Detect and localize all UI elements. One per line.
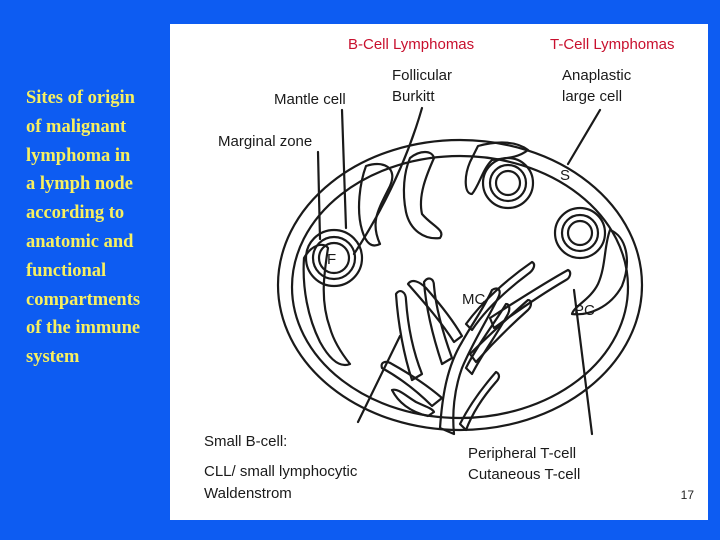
label-marginal-zone: Marginal zone [218, 133, 312, 150]
follicle-middle-ring [311, 235, 357, 281]
caption-line: system [26, 347, 80, 368]
medullary-cord [458, 370, 501, 432]
pointer-anaplastic [566, 108, 602, 166]
lymph-node-diagram: B-Cell Lymphomas T-Cell Lymphomas Mantle… [204, 36, 674, 502]
follicle-middle-ring [560, 213, 600, 253]
page-number: 17 [680, 488, 694, 502]
pointer-small-b-cell [356, 334, 402, 424]
node-capsule-outer [276, 138, 644, 432]
b-cell-header: B-Cell Lymphomas [348, 36, 474, 53]
diagram-panel: B-Cell Lymphomas T-Cell Lymphomas Mantle… [170, 24, 708, 520]
caption-line: lymphoma in [26, 145, 131, 166]
follicle-inner-ring [494, 169, 522, 197]
pointer-marginal-zone [316, 150, 322, 241]
follicle-outer-ring [553, 206, 607, 260]
pointer-follicular [352, 106, 424, 256]
marker-follicle: F [327, 251, 336, 268]
follicle-middle-ring [488, 163, 528, 203]
trabecular-septum [570, 228, 628, 316]
label-burkitt: Burkitt [392, 88, 435, 105]
label-large-cell: large cell [562, 88, 622, 105]
medullary-cord [380, 360, 444, 408]
medullary-cord [438, 287, 501, 436]
pointer-mantle-cell [340, 108, 348, 230]
trabecular-septum [302, 243, 352, 367]
marker-paracortex: PC [574, 302, 595, 319]
label-mantle-cell: Mantle cell [274, 91, 346, 108]
caption-line: of the immune [26, 318, 141, 339]
caption-line: of malignant [26, 116, 127, 137]
node-capsule-inner [290, 154, 630, 420]
medullary-cord [394, 290, 424, 382]
medullary-cord [488, 268, 572, 330]
caption-line: compartments [26, 289, 141, 310]
label-waldenstrom: Waldenstrom [204, 485, 292, 502]
caption-line: anatomic and [26, 231, 134, 252]
trabecular-septum [402, 150, 443, 240]
follicle-germinal-center [317, 241, 351, 275]
medullary-cord [464, 260, 536, 332]
caption-line: functional [26, 260, 107, 281]
label-cutaneous-t-cell: Cutaneous T-cell [468, 466, 580, 483]
medullary-cord [406, 279, 464, 344]
follicle-inner-ring [566, 219, 594, 247]
label-anaplastic: Anaplastic [562, 67, 632, 84]
caption-line: a lymph node [26, 174, 133, 195]
follicle-outer-ring [481, 156, 535, 210]
medullary-cord [422, 277, 454, 366]
label-peripheral-t-cell: Peripheral T-cell [468, 445, 576, 462]
caption-line: according to [26, 203, 125, 224]
marker-medullary-cords: MC [462, 291, 485, 308]
medullary-cord [468, 298, 533, 364]
label-small-b-cell: Small B-cell: [204, 433, 287, 450]
medullary-cord [464, 302, 511, 376]
follicle-outer-ring [304, 228, 364, 288]
label-follicular: Follicular [392, 67, 452, 84]
pointer-peripheral-t [572, 288, 594, 436]
t-cell-header: T-Cell Lymphomas [550, 36, 674, 53]
caption-line: Sites of origin [26, 88, 135, 108]
slide-caption: Sites of origin of malignant lymphoma in… [26, 84, 166, 372]
trabecular-septum [357, 162, 394, 247]
trabecular-septum [464, 141, 530, 196]
label-cll: CLL/ small lymphocytic [204, 463, 358, 480]
marker-sinus: S [560, 167, 570, 184]
medullary-cord [390, 388, 436, 418]
